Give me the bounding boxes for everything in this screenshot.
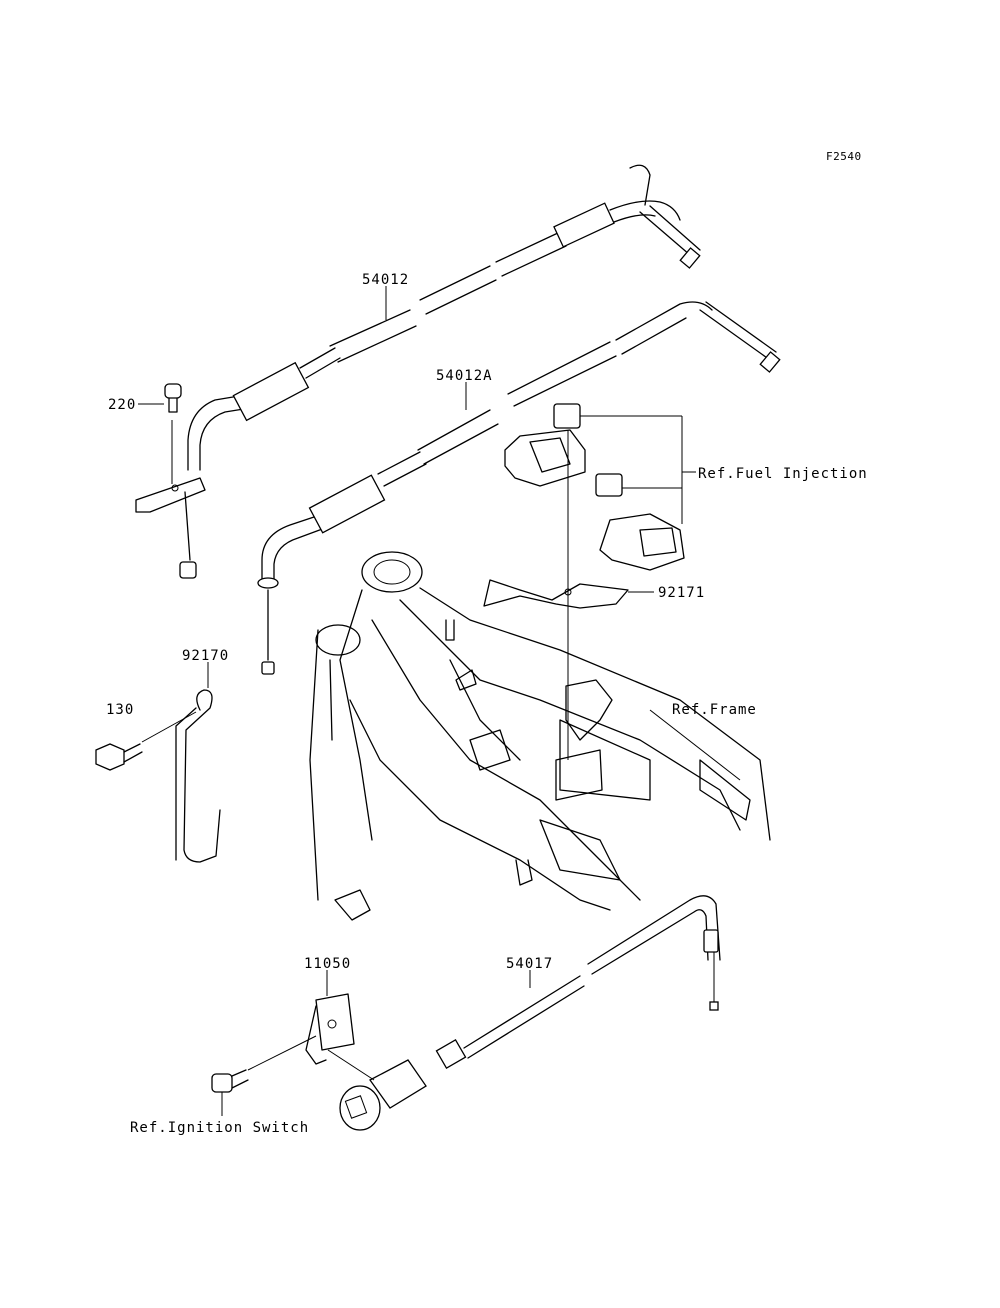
bracket-11050 bbox=[305, 970, 375, 1081]
screw-220 bbox=[164, 383, 182, 484]
bolt-130 bbox=[95, 711, 197, 771]
bracket-92170 bbox=[175, 662, 221, 863]
label-ref-frame: Ref.Frame bbox=[672, 702, 757, 718]
label-54012: 54012 bbox=[362, 272, 409, 288]
label-130: 130 bbox=[106, 702, 134, 718]
leader-frame bbox=[649, 709, 741, 781]
fuel-injection-sensor-assembly bbox=[504, 403, 696, 760]
label-ref-ignition-switch: Ref.Ignition Switch bbox=[130, 1120, 309, 1136]
label-11050: 11050 bbox=[304, 956, 351, 972]
bracket-92171 bbox=[483, 579, 654, 609]
label-92171: 92171 bbox=[658, 585, 705, 601]
label-54012A: 54012A bbox=[436, 368, 493, 384]
label-ref-fuel-injection: Ref.Fuel Injection bbox=[698, 466, 868, 482]
throttle-cable-54012A bbox=[257, 301, 781, 675]
screw-11050 bbox=[211, 1035, 317, 1116]
label-220: 220 bbox=[108, 397, 136, 413]
label-54017: 54017 bbox=[506, 956, 553, 972]
figure-code: F2540 bbox=[826, 150, 862, 163]
throttle-cable-54012 bbox=[187, 164, 701, 471]
choke-cable-54017 bbox=[339, 895, 721, 1131]
cable-bracket bbox=[135, 477, 206, 579]
frame bbox=[309, 551, 771, 921]
label-92170: 92170 bbox=[182, 648, 229, 664]
